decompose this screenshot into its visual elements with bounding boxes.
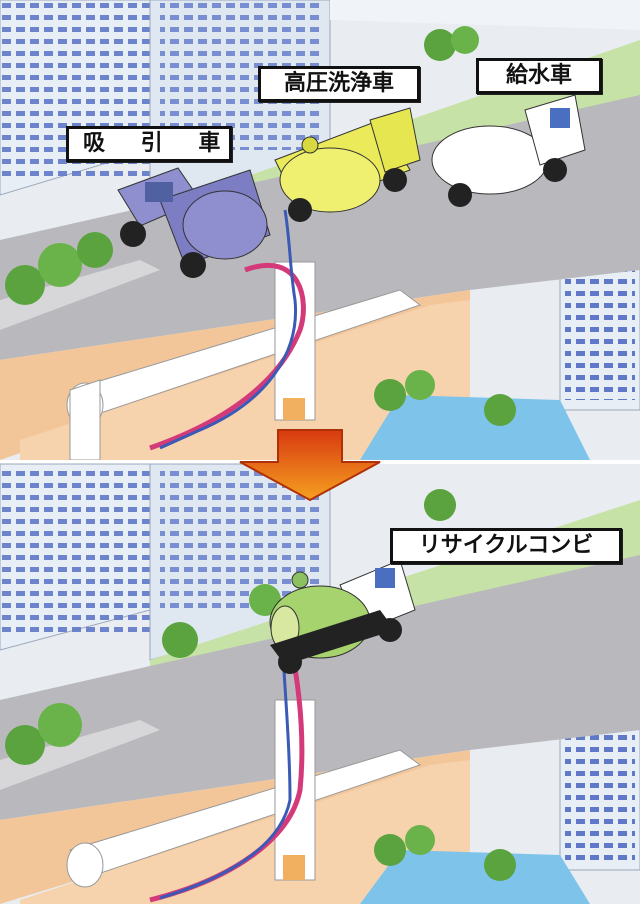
trees-top-left [5,26,479,305]
buildings-bottom [0,463,640,871]
pond-top [360,395,590,460]
trees-top-right [374,370,516,426]
high-pressure-washer-label: 高圧洗浄車 [258,66,420,102]
water-truck [431,94,586,207]
down-arrow-icon [239,429,381,502]
underground-bottom [0,699,470,904]
recycle-combi-label: リサイクルコンビ [390,528,622,564]
underground-top [0,261,470,461]
water-truck-label: 給水車 [476,58,602,94]
suction-hose-top [149,262,306,451]
water-hose-top [159,209,298,450]
suction-truck-label: 吸 引 車 [66,126,232,162]
suction-truck [117,167,271,278]
high-pressure-washer-truck [274,107,421,222]
recycle-combi-truck [269,559,416,674]
trees-bottom [5,489,456,765]
water-hose-bottom [159,639,292,900]
road-bottom [0,555,640,820]
